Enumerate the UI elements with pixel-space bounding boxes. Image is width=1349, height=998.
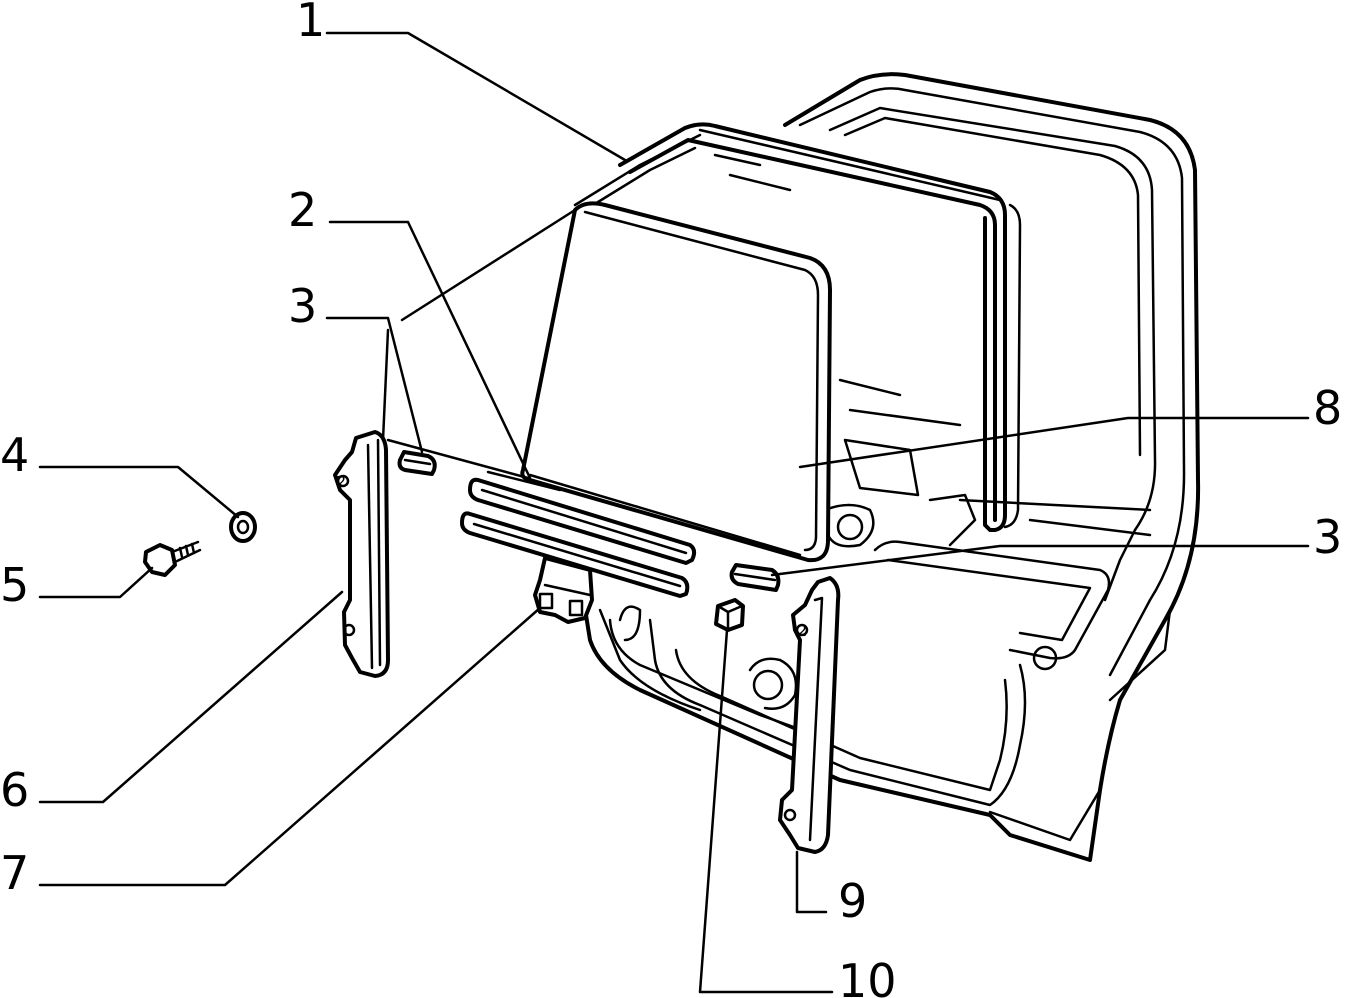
glass-lower-channel	[460, 470, 697, 598]
glass-slider-pads	[397, 450, 781, 592]
callout-10: 10	[838, 954, 897, 998]
callout-1: 1	[296, 0, 325, 47]
callout-3-right: 3	[1313, 510, 1342, 564]
left-guide-channel	[333, 430, 390, 678]
window-run-channel	[573, 122, 1022, 532]
left-channel-mark: 2	[336, 472, 346, 491]
callout-4: 4	[0, 428, 29, 482]
nut	[229, 511, 257, 543]
door-frame	[580, 72, 1201, 862]
callout-3-left: 3	[288, 279, 317, 333]
regulator-bracket	[533, 556, 594, 624]
leader-lines	[38, 31, 1310, 994]
right-guide-channel	[778, 576, 841, 854]
screw	[143, 540, 202, 577]
callout-9: 9	[838, 874, 867, 928]
callout-2: 2	[288, 183, 317, 237]
callout-6: 6	[0, 763, 29, 817]
retaining-clip	[714, 598, 745, 632]
callout-7: 7	[0, 846, 29, 900]
callout-8: 8	[1313, 381, 1342, 435]
right-channel-mark: 2	[797, 621, 807, 640]
callout-5: 5	[0, 558, 29, 612]
